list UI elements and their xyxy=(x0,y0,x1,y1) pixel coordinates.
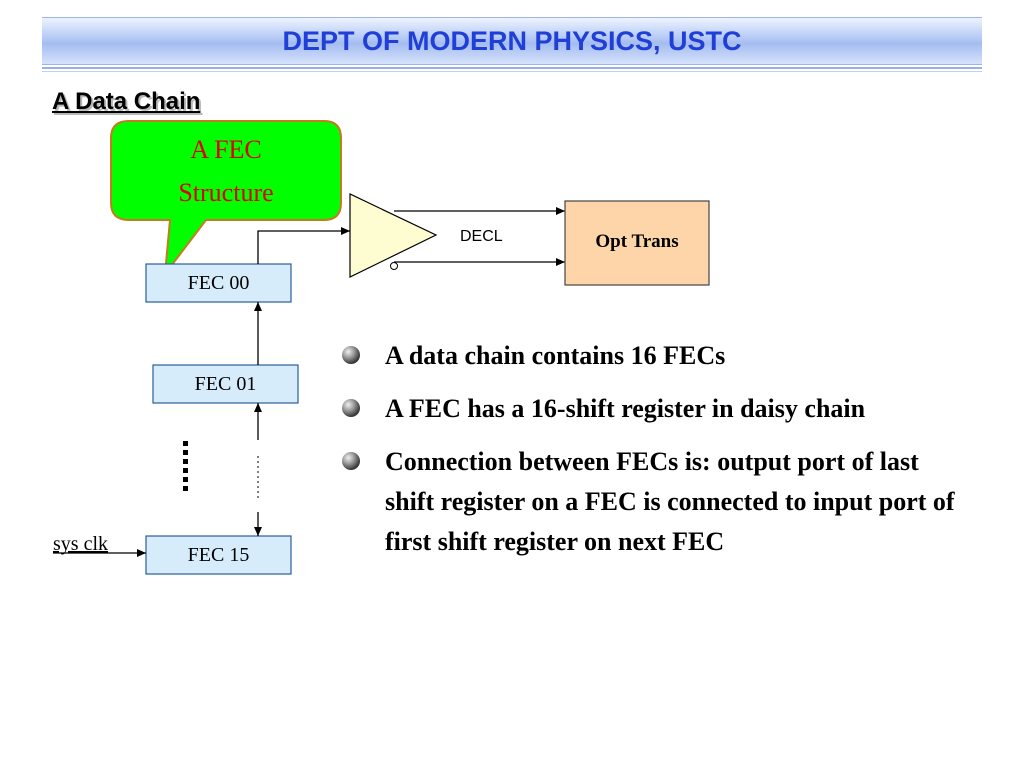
fec-15-box xyxy=(145,535,292,575)
decl-label: DECL xyxy=(460,228,503,245)
bullet-text: A FEC has a 16-shift register in daisy c… xyxy=(385,394,866,423)
fec-15-label: FEC 15 xyxy=(187,544,250,566)
fec-01-box xyxy=(152,364,299,404)
header-title: DEPT OF MODERN PHYSICS, USTC xyxy=(282,26,742,56)
fec-00-box xyxy=(145,263,292,303)
slide-title: A Data Chain xyxy=(52,88,201,115)
fec-00-label: FEC 00 xyxy=(187,272,250,294)
header-divider xyxy=(42,67,982,69)
bullet-icon xyxy=(342,399,360,417)
bullet-item: Connection between FECs is: output port … xyxy=(340,442,960,562)
bullet-item: A data chain contains 16 FECs xyxy=(340,336,960,376)
bullet-list: A data chain contains 16 FECs A FEC has … xyxy=(340,336,960,575)
bullet-icon xyxy=(342,346,360,364)
fec-01-label: FEC 01 xyxy=(194,373,257,395)
bullet-text: A data chain contains 16 FECs xyxy=(385,341,726,370)
fec-ellipsis xyxy=(183,441,189,495)
callout-line-1: A FEC xyxy=(190,135,262,164)
header-bar: DEPT OF MODERN PHYSICS, USTC xyxy=(42,17,982,65)
bullet-text: Connection between FECs is: output port … xyxy=(385,447,955,556)
inverting-output-bubble xyxy=(390,262,398,270)
opt-trans-box xyxy=(564,200,710,286)
callout-line-2: Structure xyxy=(178,178,274,207)
bullet-icon xyxy=(342,452,360,470)
opt-trans-label: Opt Trans xyxy=(595,231,679,252)
fec00-to-driver-line xyxy=(257,227,350,264)
fec-structure-callout xyxy=(110,120,342,278)
bullet-item: A FEC has a 16-shift register in daisy c… xyxy=(340,389,960,429)
header-divider-thin xyxy=(42,71,982,72)
sys-clk-label: sys clk xyxy=(53,533,108,555)
decl-driver-triangle xyxy=(349,193,438,278)
fec-structure-callout-text: A FEC Structure xyxy=(112,128,340,214)
